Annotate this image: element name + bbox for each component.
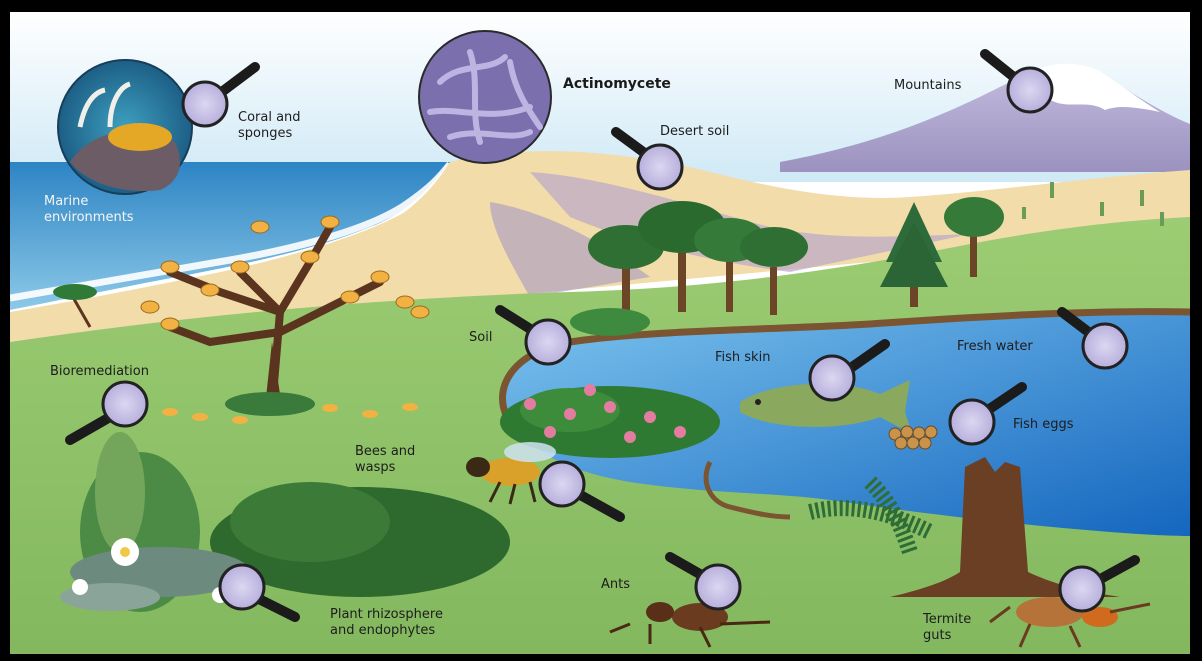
label-fish-skin: Fish skin: [715, 350, 770, 366]
diagram-panel: Actinomycete Coral and sponges Marine en…: [10, 12, 1190, 654]
label-soil: Soil: [469, 330, 492, 346]
diagram-title: Actinomycete: [563, 76, 671, 92]
actinomycete-circle: [419, 31, 551, 163]
label-bees: Bees and wasps: [355, 444, 415, 476]
label-termites: Termite guts: [923, 612, 971, 644]
label-ants: Ants: [601, 577, 630, 593]
label-fish-eggs: Fish eggs: [1013, 417, 1074, 433]
label-mountains: Mountains: [894, 78, 961, 94]
label-plants: Plant rhizosphere and endophytes: [330, 607, 443, 639]
coral-circle: [58, 60, 192, 194]
habitat-scene: [10, 12, 1190, 654]
label-bioremediation: Bioremediation: [50, 364, 149, 380]
label-coral: Coral and sponges: [238, 110, 301, 142]
label-desert: Desert soil: [660, 124, 729, 140]
label-fresh-water: Fresh water: [957, 339, 1033, 355]
label-marine: Marine environments: [44, 194, 134, 226]
